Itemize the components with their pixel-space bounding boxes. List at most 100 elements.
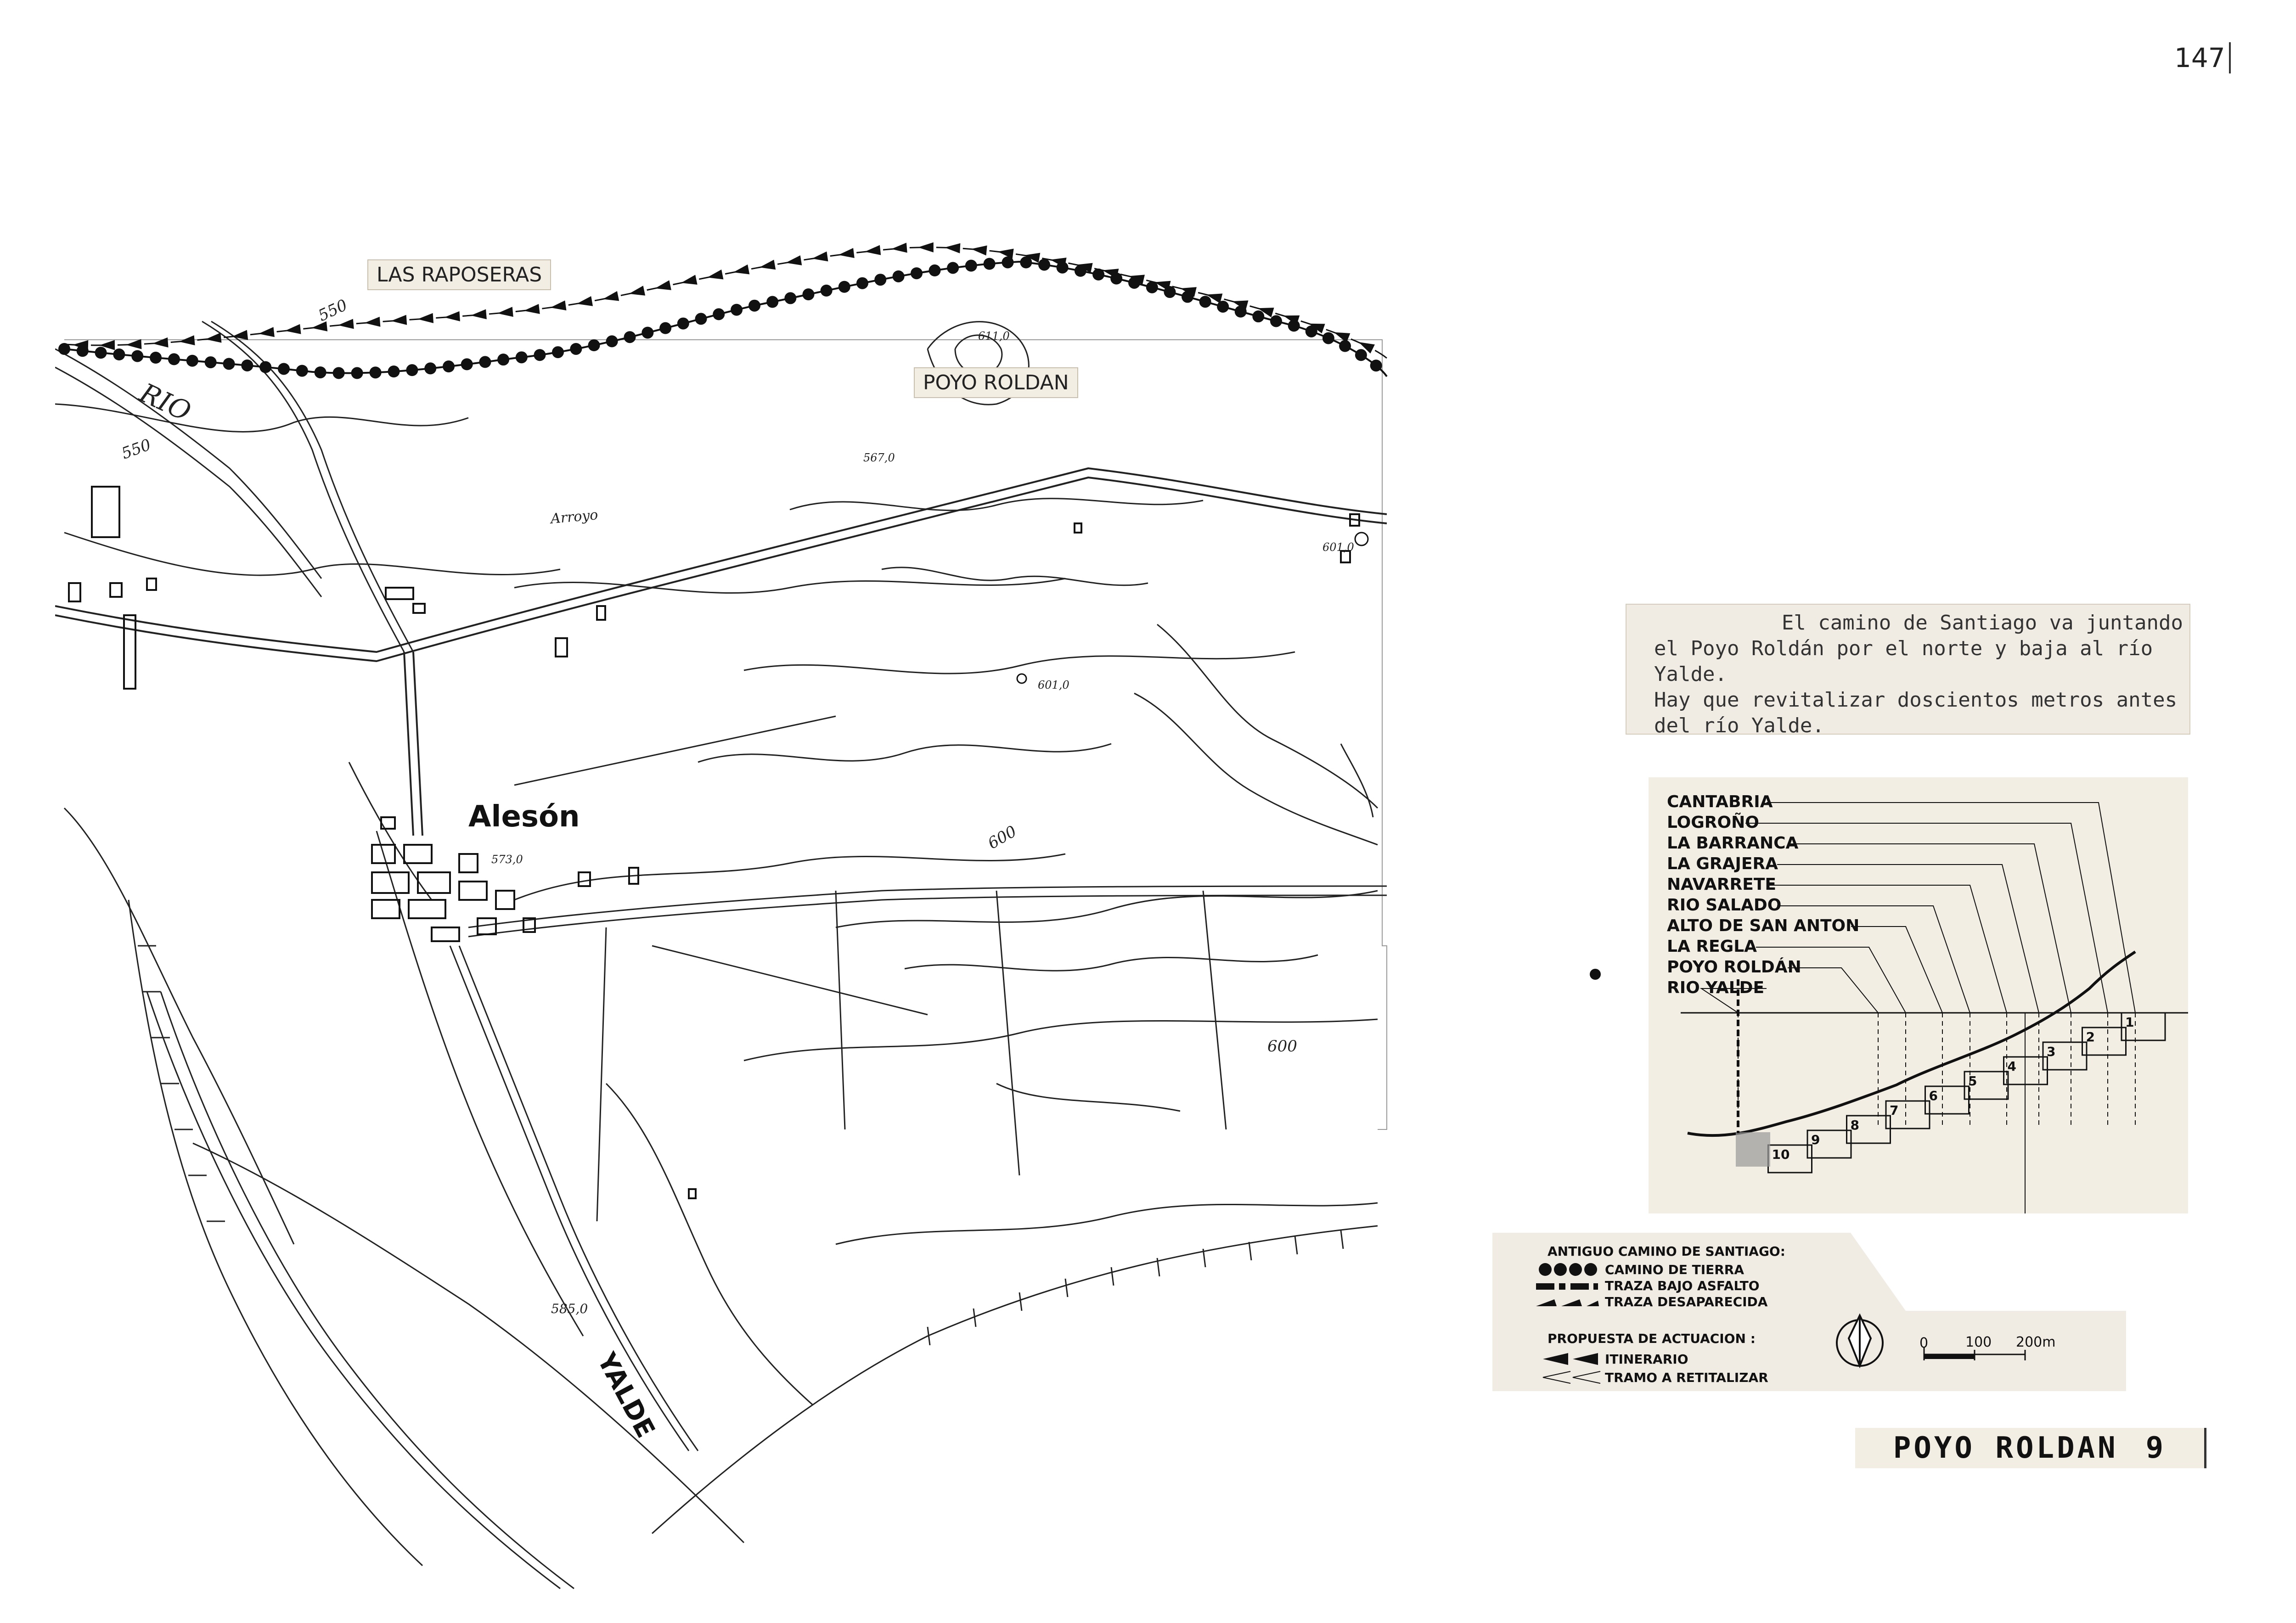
itinerario-arrow [759,259,776,270]
camino-dot [1270,315,1282,327]
camino-dot [677,317,689,330]
itinerario-arrow [523,304,540,314]
legend-tramo: TRAMO A RETITALIZAR [1605,1370,1768,1385]
elevation-label: 573,0 [491,853,523,866]
itinerario-arrow [812,251,828,262]
road [468,894,1387,938]
camino-dot [624,331,636,343]
itinerario-arrow [917,242,934,253]
camino-dot [241,359,253,371]
camino-dot [95,347,107,359]
scale-label: 0 [1919,1335,1928,1351]
road [412,651,423,836]
itinerario-arrow [125,339,142,349]
legend-dots-symbol [1539,1263,1597,1276]
legend-traza-desaparecida: TRAZA DESAPARECIDA [1605,1294,1768,1309]
profile-step-number: 3 [2047,1044,2055,1059]
profile-leader-line [1699,988,1767,1013]
itinerario-arrow [471,309,487,320]
profile-step-number: 8 [1851,1118,1859,1133]
elevation-label: 550 [119,436,153,463]
camino-dot [1252,310,1265,323]
itinerario-arrow [364,316,381,327]
itinerario-arrow [838,248,855,258]
contour-line [1340,743,1374,818]
camino-dot [259,361,272,373]
elevation-label: 585,0 [551,1301,588,1316]
current-stage-bullet [1590,969,1601,980]
legend-propuesta: PROPUESTA DE ACTUACION : [1548,1331,1756,1346]
legend-asfalto-symbol [1536,1283,1598,1290]
elevation-label: 601,0 [1038,679,1069,691]
camino-dot [278,363,290,375]
map-frame [64,339,1387,1130]
itinerario-arrow [1232,300,1249,310]
map-drawing: 550 550 611,0 567,0 601,0 601,0 573,0 60… [55,242,1388,1589]
profile-step-number: 4 [2008,1059,2016,1074]
contour-line [64,532,561,576]
elevation-label: 611,0 [978,330,1010,343]
camino-dot [1355,349,1367,361]
itinerario-arrow [785,255,802,265]
camino-dot [929,264,941,277]
legend-desaparecida-symbol [1536,1299,1599,1306]
sheet-title-number: 9 [2145,1431,2167,1465]
profile-step [2003,1056,2048,1085]
contour-line [1157,623,1379,809]
river-rio [55,348,322,579]
contour-line [743,651,1295,674]
camino-dot [713,308,725,320]
profile-leader-line [1851,926,1943,1013]
camino-dot [1146,281,1158,293]
camino-dot [515,351,528,364]
camino-dot [911,267,923,280]
elevation-label: 600 [985,822,1020,853]
camino-dot [892,270,905,282]
north-arrow-icon [1836,1313,1884,1369]
road [211,320,414,652]
itinerario-arrow [681,275,698,285]
camino-dot [1322,332,1334,344]
village-label-aleson: Alesón [468,800,580,834]
profile-step-number: 9 [1811,1132,1820,1147]
itinerario-arrow [1180,287,1197,297]
itinerario-arrow [232,330,248,340]
road [202,320,405,652]
legend-camino-tierra: CAMINO DE TIERRA [1605,1262,1744,1277]
profile-leader-line [1777,905,1970,1013]
field-line [996,890,1020,1176]
road [348,762,433,900]
profile-stage-label: POYO ROLDÁN [1667,957,1801,977]
camino-dot [186,354,198,367]
itinerario-arrow [1024,253,1041,263]
contour-line [881,567,1148,586]
sheet-title: POYO ROLDAN 9 [1855,1428,2206,1468]
itinerario-arrow [497,307,513,317]
railway [651,1225,1378,1534]
camino-dot [1038,258,1051,271]
profile-leader-line [1788,967,1879,1013]
profile-stage-label: RIO SALADO [1667,896,1781,915]
itinerario-arrow [1334,332,1351,343]
itinerario-arrow [1358,342,1375,354]
itinerario-arrow [971,245,987,256]
itinerario-arrow [891,242,907,253]
itinerario-arrow [1154,281,1171,291]
camino-dot [406,364,418,376]
contour-line [904,954,1318,972]
profile-step [2121,1012,2166,1041]
legend-traza-asfalto: TRAZA BAJO ASFALTO [1605,1278,1760,1293]
legend-background [1492,1233,2126,1391]
camino-dot [1305,325,1317,337]
road [55,476,1387,663]
road [449,945,690,1451]
profile-step [1885,1100,1930,1129]
scale-label: 100 [1965,1334,1992,1350]
camino-dot [802,288,815,301]
elevation-label: 550 [315,296,350,325]
note-line: El camino de Santiago va juntando [1781,611,2183,635]
itinerario-arrow [1050,258,1067,268]
river-label-rio: RIO [135,377,196,427]
profile-leader-line [1788,843,2071,1013]
